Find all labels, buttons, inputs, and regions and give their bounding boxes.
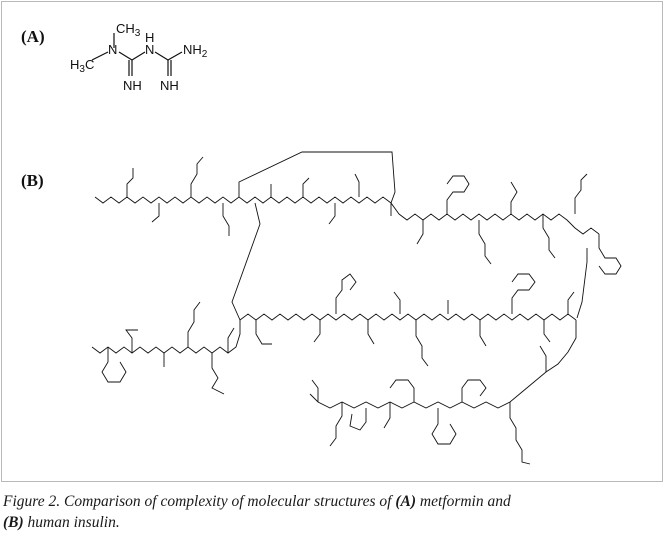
caption-suffix: human insulin. bbox=[23, 514, 120, 531]
caption-prefix: Figure 2. Comparison of complexity of mo… bbox=[3, 493, 396, 510]
nitrogen-1-label: N bbox=[108, 42, 117, 57]
metformin-structure: CH3 H3C N N H NH2 NH NH bbox=[70, 21, 208, 93]
hydrogen-label: H bbox=[145, 30, 154, 45]
imine-left-label: NH bbox=[123, 78, 142, 93]
b-chain-backbone-lower bbox=[309, 320, 577, 409]
h3c-label: H3C bbox=[70, 57, 94, 75]
caption-middle: metformin and bbox=[416, 493, 511, 510]
panel-label-b: (B) bbox=[21, 171, 44, 190]
disulfide-a20-b19 bbox=[576, 248, 588, 319]
disulfide-a7-b7 bbox=[231, 202, 261, 321]
imine-right-label: NH bbox=[160, 78, 179, 93]
figure-caption: Figure 2. Comparison of complexity of mo… bbox=[3, 491, 643, 533]
caption-a-ref: (A) bbox=[395, 493, 417, 510]
b-chain-backbone-mid bbox=[239, 313, 577, 321]
nh2-label: NH2 bbox=[183, 42, 208, 60]
disulfide-intrachain bbox=[238, 151, 396, 204]
ch3-top-label: CH3 bbox=[116, 21, 141, 39]
b-chain-backbone-left bbox=[91, 320, 241, 354]
nitrogen-2-label: N bbox=[145, 42, 154, 57]
figure-frame: (A) (B) CH3 H3C N N H NH2 NH NH bbox=[1, 1, 663, 482]
caption-b-ref: (B) bbox=[3, 514, 24, 531]
panel-label-a: (A) bbox=[21, 27, 45, 46]
a-chain-backbone bbox=[94, 196, 600, 235]
insulin-structure bbox=[91, 151, 622, 465]
